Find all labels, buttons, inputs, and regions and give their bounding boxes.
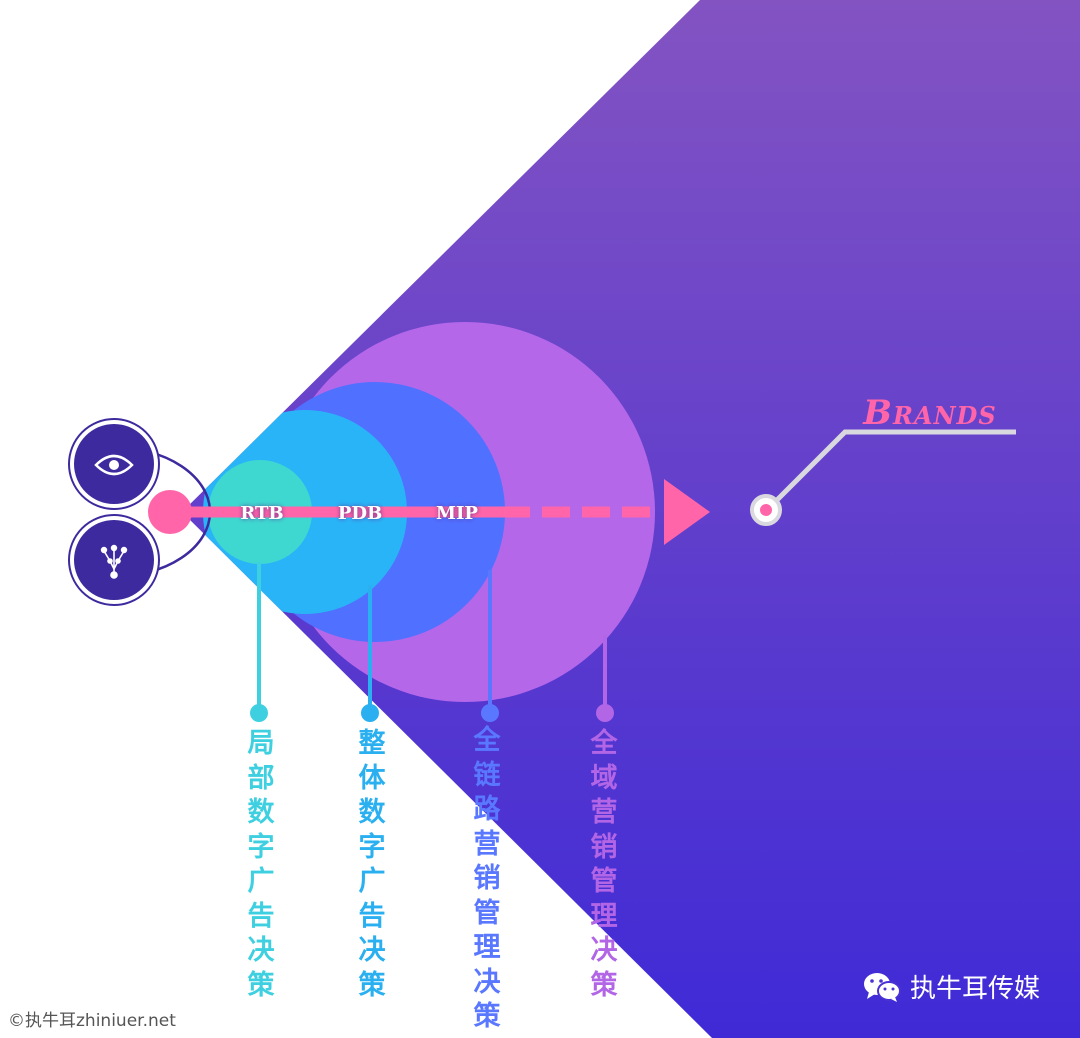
decision-label-local: 局部数字广告决策 [247,728,275,1001]
leader-dot-rtb [250,704,268,722]
watermark-text: ©执牛耳zhiniuer.net [8,1011,176,1031]
stage-label-mip: MIP [436,503,478,524]
network-icon-group [68,514,160,606]
main-arrow [148,479,710,545]
stage-label-pdb: PDB [338,503,382,524]
leader-dot-pdb [361,704,379,722]
brands-connector-line [765,429,1016,512]
decision-label-full-chain: 全链路营销管理决策 [473,725,501,1032]
brands-label: Brands [862,393,996,433]
stage-label-rtb: RTB [240,503,283,524]
brands-target-dot [760,504,772,516]
leader-dot-full [596,704,614,722]
network-icon [100,544,128,579]
wechat-icon [864,972,901,1002]
leader-lines [250,562,614,722]
arrow-head [664,479,710,545]
arrow-origin-dot [148,490,192,534]
wechat-badge: 执牛耳传媒 [862,968,1040,1005]
leader-dot-mip [481,704,499,722]
eye-icon [94,454,134,476]
brands-callout: Brands [750,393,1016,526]
eye-icon-group [68,418,160,510]
stage-labels: RTB PDB MIP [240,503,478,524]
decision-label-overall: 整体数字广告决策 [358,728,386,1001]
decision-label-full-domain: 全域营销管理决策 [590,728,618,1001]
wechat-account-name: 执牛耳传媒 [910,974,1041,1004]
